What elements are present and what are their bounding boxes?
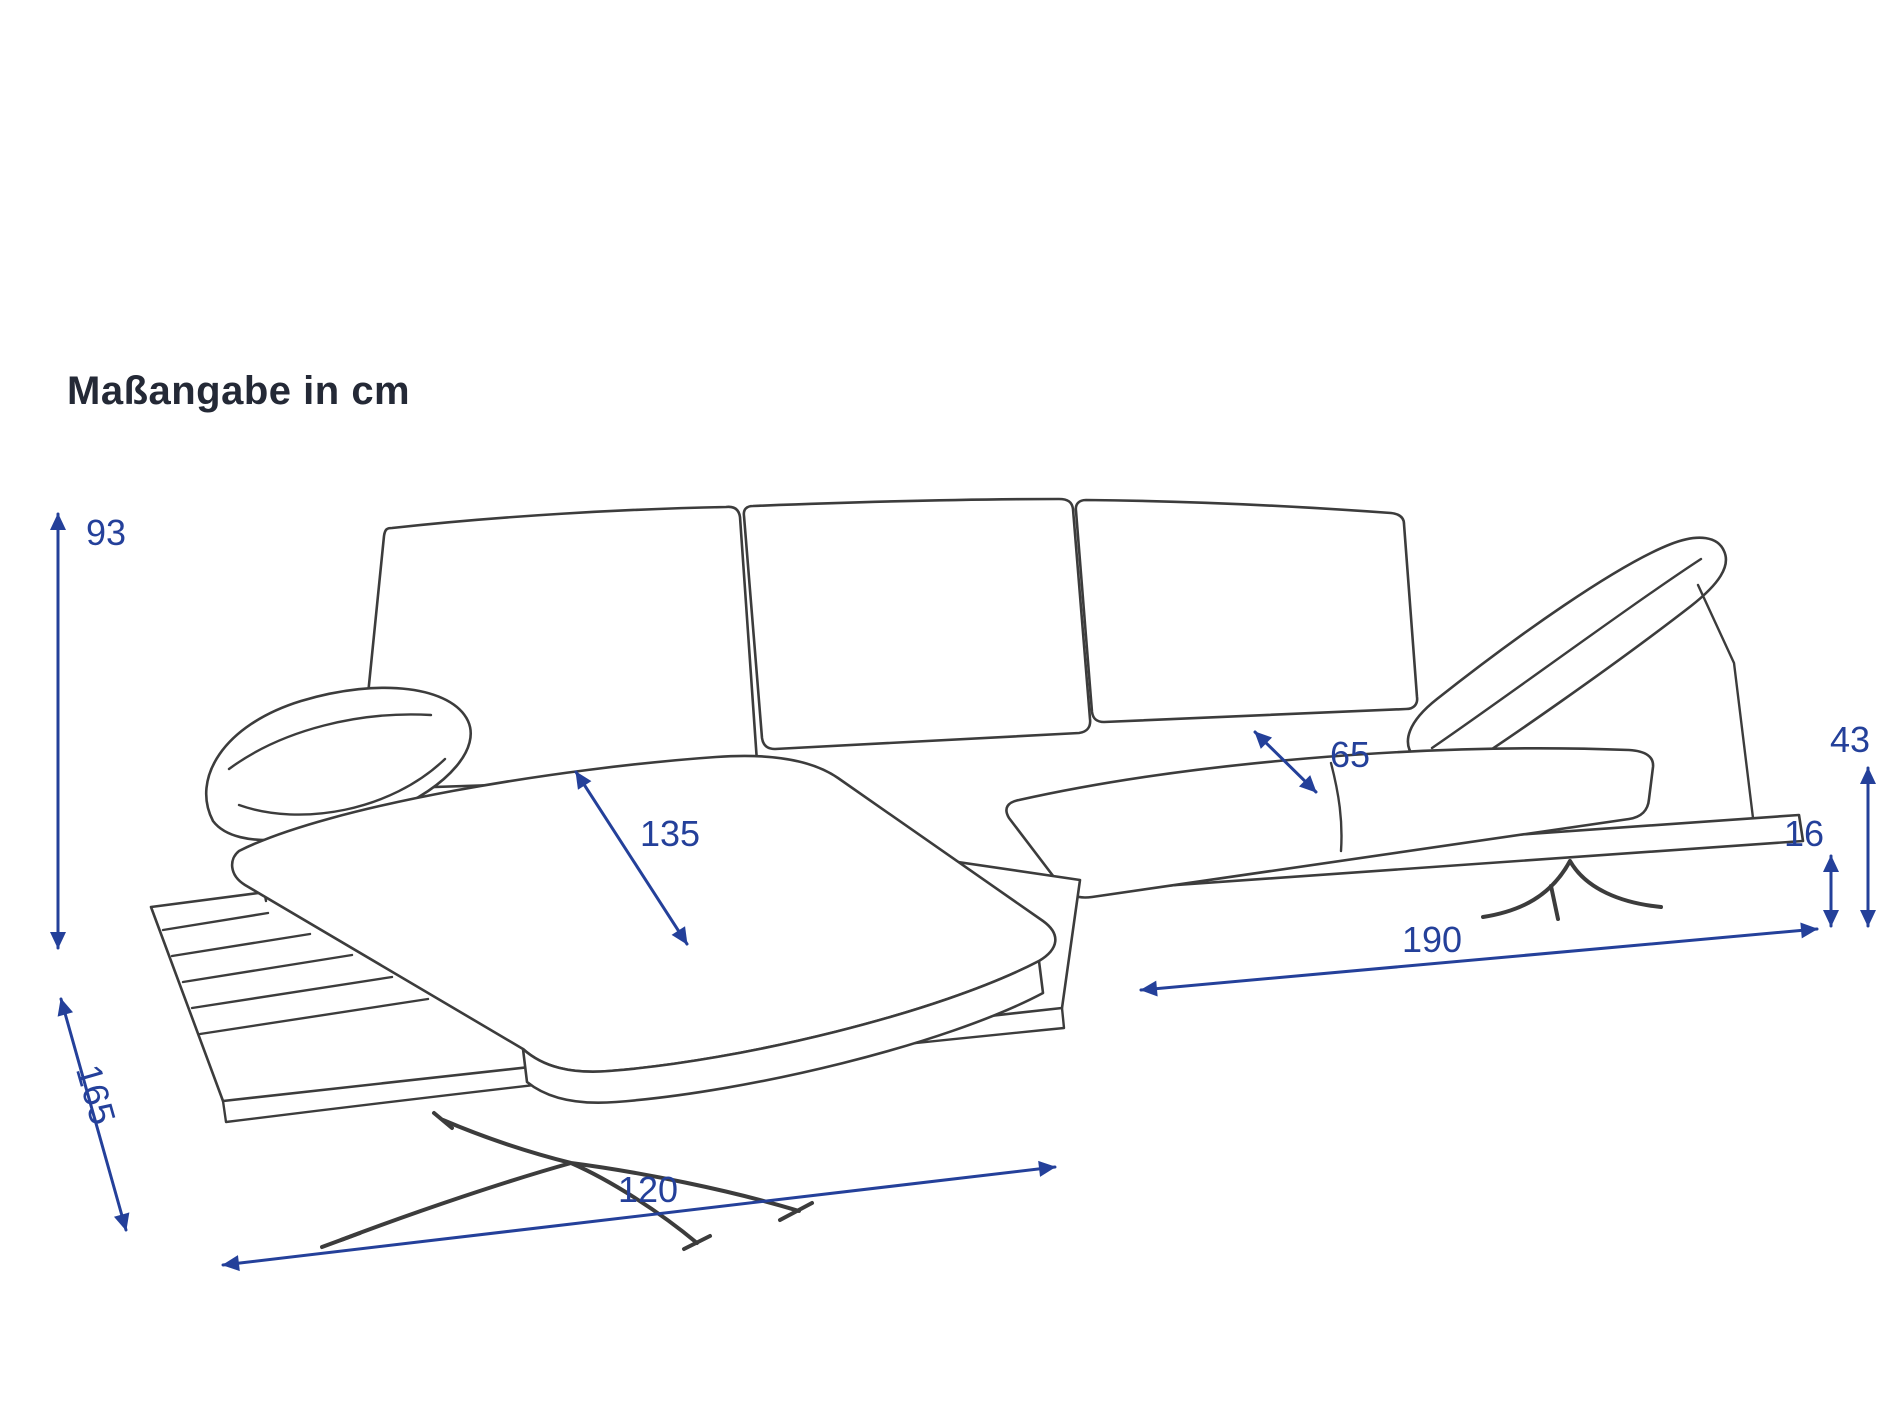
right-length-label: 190 (1402, 919, 1462, 960)
back-cushion-middle (742, 497, 1092, 751)
dimension-base-height: 16 (1784, 813, 1839, 928)
base-height-label: 16 (1784, 813, 1824, 854)
chaise-depth-label: 135 (640, 813, 700, 854)
sofa-drawing (149, 497, 1805, 1251)
back-cushion-right (1074, 498, 1419, 724)
arm-height-label: 43 (1830, 719, 1870, 760)
dimension-height: 93 (50, 512, 126, 950)
dimension-seat-depth: 65 (1253, 730, 1370, 794)
dimension-chaise-depth: 135 (574, 770, 700, 946)
seat-depth-arrow (1253, 730, 1318, 794)
platform-slats (161, 911, 430, 1036)
left-armrest-crease (227, 713, 433, 771)
chaise-depth-arrow (574, 770, 689, 946)
left-armrest-seam (237, 757, 447, 816)
dimension-right-length: 190 (1139, 919, 1819, 997)
height-label: 93 (86, 512, 126, 553)
seat-depth-label: 65 (1330, 734, 1370, 775)
right-leg (1481, 859, 1663, 921)
dimensions-layer: 93 135 65 43 16 (50, 512, 1876, 1272)
diagram-title: Maßangabe in cm (67, 369, 410, 413)
total-depth-arrow (57, 997, 130, 1232)
right-seat-seam (1329, 761, 1343, 853)
dimensions-inner: 93 135 65 43 16 (50, 512, 1876, 1272)
total-depth-label: 165 (68, 1060, 124, 1129)
left-leg-feet (320, 1111, 814, 1251)
right-length-arrow (1139, 922, 1819, 997)
chaise-width-arrow (221, 1160, 1057, 1272)
chaise-width-label: 120 (618, 1169, 678, 1210)
dimension-total-depth: 165 (57, 997, 130, 1232)
dimension-arm-height: 43 (1830, 719, 1876, 928)
right-armrest-support (1696, 583, 1755, 820)
right-armrest-seam (1430, 557, 1703, 750)
chaise-cushion-front-face (521, 959, 1045, 1105)
dimension-chaise-width: 120 (221, 1160, 1057, 1272)
